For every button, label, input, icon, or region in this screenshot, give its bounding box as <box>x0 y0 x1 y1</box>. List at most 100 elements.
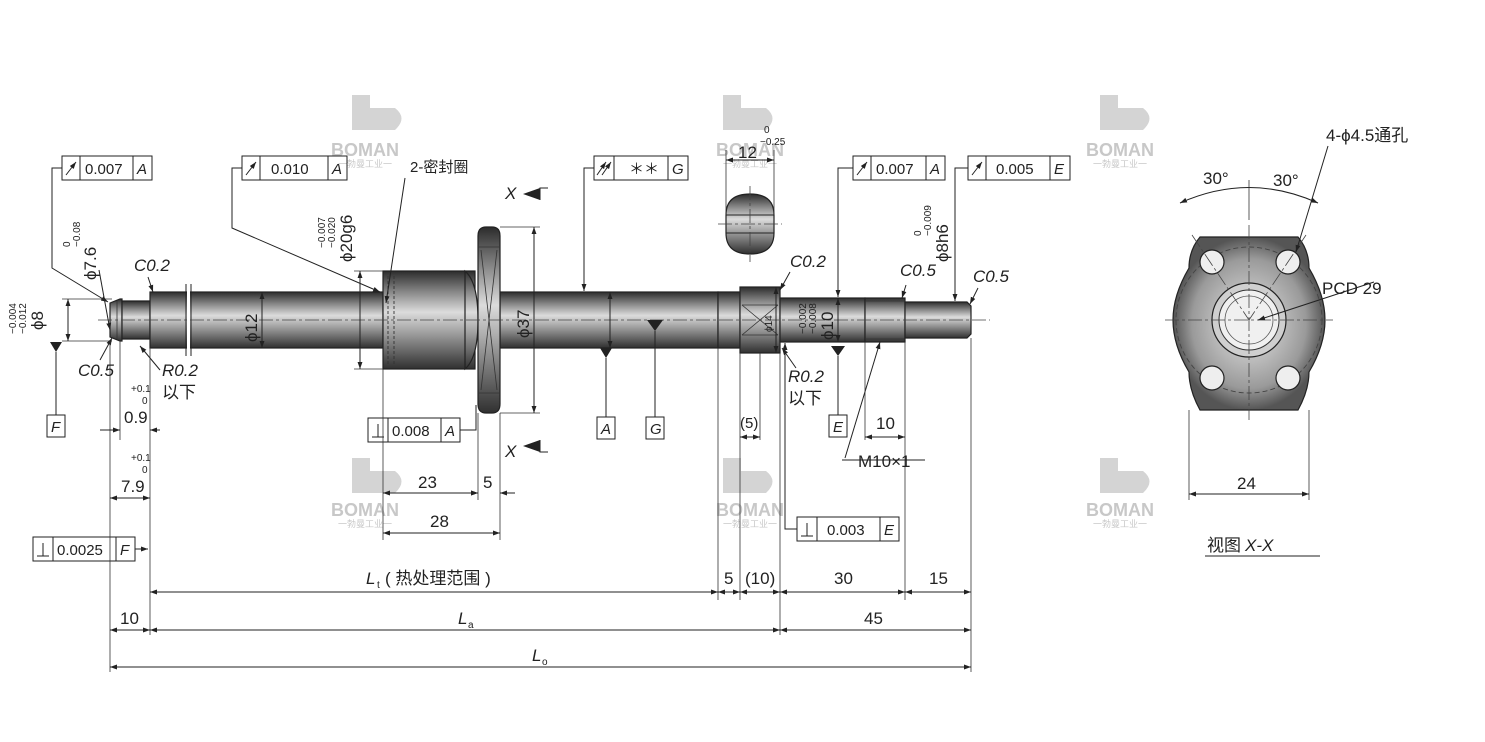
svg-text:F: F <box>51 419 61 436</box>
svg-text:+0.1: +0.1 <box>131 453 151 464</box>
svg-text:A: A <box>444 423 455 440</box>
phi12-label: ϕ12 <box>242 314 261 342</box>
watermark-logo-2: BOMAN 一勃曼工业一 <box>716 95 784 169</box>
horizontal-dims <box>100 338 972 672</box>
dim-lo: L <box>532 646 541 665</box>
frame-perpendicular-3: 0.0025 F <box>32 536 136 562</box>
svg-text:一勃曼工业一: 一勃曼工业一 <box>723 518 777 529</box>
bolt-hole-icon <box>1275 365 1301 391</box>
dim-10: 10 <box>120 609 139 628</box>
key-section <box>718 150 782 262</box>
dimension-text: 2-密封圈 ϕ8 −0.012 −0.004 ϕ7.6 −0.08 0 ϕ20g… <box>8 125 1009 668</box>
bolt-hole-icon <box>1199 249 1225 275</box>
svg-text:G: G <box>672 161 684 178</box>
dim-10-thread: 10 <box>876 414 895 433</box>
svg-text:−0.012: −0.012 <box>18 303 29 334</box>
svg-text:a: a <box>468 620 474 631</box>
phi8h6-label: ϕ8h6 <box>933 224 952 262</box>
svg-text:t: t <box>377 580 380 591</box>
c05-left: C0.5 <box>78 361 114 380</box>
dim-45: 45 <box>864 609 883 628</box>
shaft <box>98 226 990 414</box>
r02-left: R0.2 <box>162 361 198 380</box>
datum-box-f <box>46 414 66 438</box>
svg-text:−0.008: −0.008 <box>808 303 819 334</box>
svg-text:E: E <box>833 419 844 436</box>
svg-text:−0.004: −0.004 <box>8 303 19 334</box>
svg-text:一勃曼工业一: 一勃曼工业一 <box>1093 158 1147 169</box>
dim-5-flange: 5 <box>483 473 492 492</box>
svg-text:BOMAN: BOMAN <box>331 500 399 520</box>
svg-text:BOMAN: BOMAN <box>1086 140 1154 160</box>
dim-15: 15 <box>929 569 948 588</box>
svg-text:一勃曼工业一: 一勃曼工业一 <box>338 158 392 169</box>
bolt-hole-spec: 4-ϕ4.5通孔 <box>1326 126 1408 145</box>
dim-5: 5 <box>724 569 733 588</box>
svg-text:0: 0 <box>913 230 924 236</box>
view-title: 视图 <box>1207 536 1241 555</box>
frame-runout-1: 0.007 A <box>61 155 153 181</box>
feature-leaders <box>99 177 979 461</box>
svg-text:0: 0 <box>764 125 770 136</box>
dim-12: 12 <box>738 143 757 162</box>
svg-text:＊＊: ＊＊ <box>629 161 659 178</box>
frame-runout-4: 0.005 E <box>967 155 1071 181</box>
datum-box-a <box>596 416 616 440</box>
svg-text:0.010: 0.010 <box>271 161 309 178</box>
svg-text:G: G <box>650 421 662 438</box>
view-title-section: X-X <box>1244 536 1274 555</box>
phi10-label: ϕ10 <box>818 312 837 340</box>
svg-text:0: 0 <box>142 396 148 407</box>
phi8-label: ϕ8 <box>28 311 47 330</box>
c05-end: C0.5 <box>973 267 1009 286</box>
svg-text:−0.08: −0.08 <box>72 221 83 247</box>
svg-text:−0.25: −0.25 <box>760 137 786 148</box>
watermark-logo-1: BOMAN 一勃曼工业一 <box>331 95 402 169</box>
svg-text:以下: 以下 <box>162 383 196 402</box>
thread-spec: M10×1 <box>858 452 910 471</box>
c05-thread: C0.5 <box>900 261 936 280</box>
section-markers <box>523 187 548 453</box>
frame-total-runout: ＊＊ G <box>593 155 689 181</box>
frame-leaders <box>51 167 968 552</box>
svg-text:0.007: 0.007 <box>876 161 914 178</box>
phi76-label: ϕ7.6 <box>81 247 100 280</box>
seal-label: 2-密封圈 <box>410 159 468 176</box>
svg-text:E: E <box>884 522 895 539</box>
svg-text:( 热处理范围 ): ( 热处理范围 ) <box>385 569 491 588</box>
c02-left: C0.2 <box>134 256 170 275</box>
phi20-label: ϕ20g6 <box>337 215 356 262</box>
svg-text:−0.002: −0.002 <box>798 303 809 334</box>
view-x-x: 4-ϕ4.5通孔 30° 30° PCD 29 24 视图 X-X <box>1165 126 1408 557</box>
dim-7-9: 7.9 <box>121 477 145 496</box>
svg-text:A: A <box>136 161 147 178</box>
dim-28: 28 <box>430 512 449 531</box>
svg-text:一勃曼工业一: 一勃曼工业一 <box>723 158 777 169</box>
svg-text:BOMAN: BOMAN <box>716 140 784 160</box>
svg-text:以下: 以下 <box>788 389 822 408</box>
watermark-logo-5: BOMAN 一勃曼工业一 <box>716 458 784 529</box>
section-x-top: X <box>504 184 517 203</box>
angle-left: 30° <box>1203 169 1229 188</box>
dim-10-paren: (10) <box>745 569 775 588</box>
frame-runout-3: 0.007 A <box>852 155 946 181</box>
dim-lt: L <box>366 569 375 588</box>
svg-text:BOMAN: BOMAN <box>716 500 784 520</box>
angle-right: 30° <box>1273 171 1299 190</box>
dim-30: 30 <box>834 569 853 588</box>
svg-text:F: F <box>120 542 130 559</box>
svg-text:BOMAN: BOMAN <box>1086 500 1154 520</box>
svg-text:−0.020: −0.020 <box>327 217 338 248</box>
section-x-bottom: X <box>504 442 517 461</box>
svg-text:0.007: 0.007 <box>85 161 123 178</box>
svg-text:0.0025: 0.0025 <box>57 542 103 559</box>
svg-text:0.005: 0.005 <box>996 161 1034 178</box>
svg-text:−0.009: −0.009 <box>923 205 934 236</box>
svg-text:0.008: 0.008 <box>392 423 430 440</box>
diameter-dims <box>62 226 841 414</box>
svg-text:A: A <box>600 421 611 438</box>
dim-0-9: 0.9 <box>124 408 148 427</box>
watermark-logo-4: BOMAN 一勃曼工业一 <box>331 458 402 529</box>
svg-text:A: A <box>929 161 940 178</box>
